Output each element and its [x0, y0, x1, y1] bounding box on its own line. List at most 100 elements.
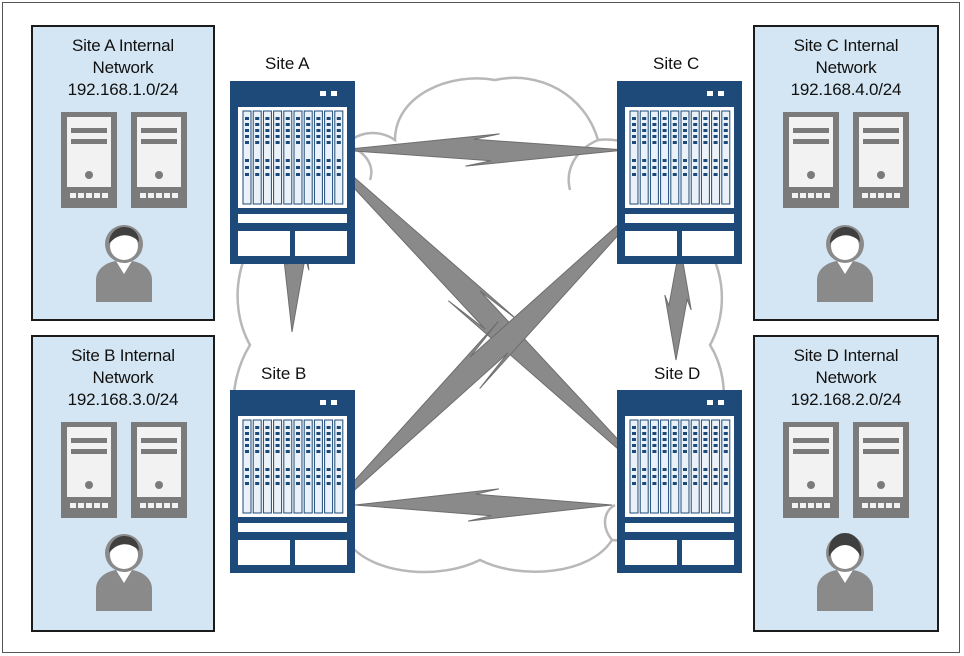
server-drive-bay: [863, 438, 899, 443]
router-port: [672, 135, 677, 138]
router-port: [306, 482, 311, 485]
router-port: [316, 123, 321, 126]
router-port: [255, 468, 260, 471]
router-slot: [334, 110, 344, 205]
router-port: [326, 438, 331, 441]
server-vent: [886, 193, 892, 198]
router-port: [336, 475, 341, 478]
site-a-label: Site A: [265, 54, 310, 73]
router-slot: [283, 419, 293, 514]
router-port: [642, 173, 647, 176]
router-port: [683, 117, 687, 120]
server-vent: [172, 503, 178, 508]
router-port: [265, 173, 270, 176]
router-port: [662, 173, 667, 176]
router-port: [255, 117, 260, 120]
router-port: [285, 141, 290, 144]
router-port: [326, 468, 331, 471]
router-port: [652, 438, 657, 441]
router-slot: [334, 419, 344, 514]
router-port: [275, 426, 280, 429]
router-port: [245, 141, 249, 144]
router-port: [723, 141, 728, 144]
router-port: [296, 482, 300, 485]
router-port: [713, 432, 718, 435]
user-face: [110, 232, 138, 260]
site-c-user-icon: [817, 225, 873, 302]
router-port: [316, 135, 321, 138]
router-psu: [682, 540, 734, 565]
router-port: [632, 129, 636, 132]
router-port: [652, 482, 657, 485]
router-port: [326, 444, 331, 447]
router-port: [642, 482, 647, 485]
router-port: [642, 141, 647, 144]
router-port: [336, 141, 341, 144]
router-port: [642, 159, 647, 162]
server-power-button: [877, 481, 885, 489]
router-slot: [670, 419, 680, 514]
server-vent: [894, 503, 900, 508]
router-slot: [690, 110, 700, 205]
router-port: [326, 475, 331, 478]
router-port: [723, 123, 728, 126]
router-port: [713, 450, 718, 453]
network-subnet: 192.168.2.0/24: [790, 390, 902, 409]
router-port: [652, 135, 657, 138]
router-port: [632, 444, 636, 447]
router-port: [683, 166, 687, 169]
router-port: [306, 117, 311, 120]
server-drive-bay: [793, 438, 829, 443]
router-port: [652, 159, 657, 162]
router-port: [723, 129, 728, 132]
server-drive-bay: [141, 128, 177, 133]
router-port: [632, 450, 636, 453]
router-port: [316, 129, 321, 132]
router-port: [642, 166, 647, 169]
router-port: [316, 141, 321, 144]
user-face: [110, 541, 138, 569]
router-port: [285, 135, 290, 138]
router-port: [642, 438, 647, 441]
network-title: Site D Internal Network 192.168.2.0/24: [755, 345, 937, 411]
router-port: [723, 468, 728, 471]
router-port: [672, 438, 677, 441]
user-collar: [116, 261, 132, 274]
router-port: [285, 129, 290, 132]
bolt-site-c-to-site-d: [664, 244, 692, 361]
router-port: [316, 482, 321, 485]
router-port: [296, 123, 300, 126]
router-port: [693, 438, 698, 441]
network-title: Site B Internal Network 192.168.3.0/24: [33, 345, 213, 411]
router-port: [662, 438, 667, 441]
router-port: [703, 129, 708, 132]
router-port: [255, 129, 260, 132]
router-slot: [649, 110, 659, 205]
router-port: [326, 482, 331, 485]
router-led: [707, 91, 713, 96]
router-port: [723, 475, 728, 478]
router-port: [296, 444, 300, 447]
router-slot: [303, 110, 313, 205]
router-port: [306, 141, 311, 144]
router-port: [245, 468, 249, 471]
server-drive-bay: [793, 128, 829, 133]
router-port: [245, 173, 249, 176]
router-port: [693, 432, 698, 435]
router-port: [296, 438, 300, 441]
router-port: [275, 117, 280, 120]
server-drive-bay: [71, 449, 107, 454]
router-port: [296, 432, 300, 435]
router-port: [306, 135, 311, 138]
user-torso: [96, 570, 152, 611]
router-slot: [324, 419, 334, 514]
site-b-router: [230, 390, 355, 573]
router-port: [703, 482, 708, 485]
server-icon: [853, 422, 909, 518]
router-port: [265, 482, 270, 485]
router-psu: [295, 231, 347, 256]
router-port: [255, 444, 260, 447]
router-slot: [711, 419, 721, 514]
router-port: [662, 117, 667, 120]
